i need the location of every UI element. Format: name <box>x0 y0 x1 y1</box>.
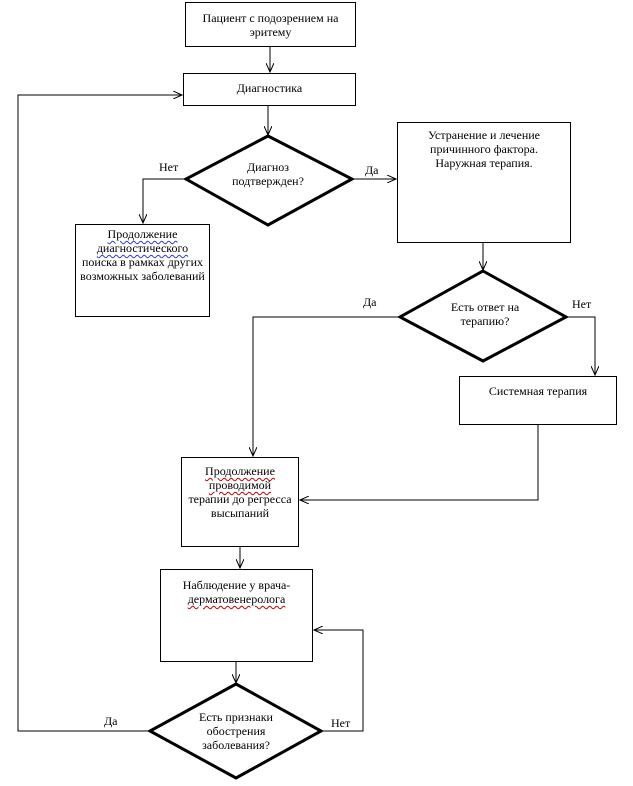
edge-label-no-2: Нет <box>572 297 592 311</box>
node-start-text: Пациент с подозрением на эритему <box>202 11 339 39</box>
node-continue-search-line1: Продолжение <box>107 227 178 241</box>
node-observation-line2: дерматовенеролога <box>187 592 286 606</box>
decision-therapy-response <box>396 269 570 363</box>
node-systemic-therapy-text: Системная терапия <box>488 384 588 398</box>
node-eliminate-treat-text: Устранение и лечение причинного фактора.… <box>428 128 540 170</box>
node-diagnostics: Диагностика <box>183 73 356 106</box>
node-eliminate-treat: Устранение и лечение причинного фактора.… <box>397 122 571 243</box>
edge-no-continue-search <box>143 178 186 223</box>
node-continue-therapy-line2: проводимой <box>208 478 272 492</box>
node-continue-therapy-rest: терапии до регресса высыпаний <box>188 492 292 520</box>
edge-label-no-3: Нет <box>331 716 351 730</box>
node-observation: Наблюдение у врача- дерматовенеролога <box>160 569 313 662</box>
edge-label-no-1: Нет <box>159 160 179 174</box>
node-continue-therapy: Продолжение проводимой терапии до регрес… <box>181 457 299 547</box>
node-start: Пациент с подозрением на эритему <box>185 2 356 47</box>
decision-exacerbation-text: Есть признаки обострения заболевания? <box>199 710 273 752</box>
edge-yes-back-diagnostics <box>17 95 182 732</box>
node-diagnostics-text: Диагностика <box>236 81 303 95</box>
node-systemic-therapy: Системная терапия <box>459 376 617 425</box>
decision-therapy-response-text: Есть ответ на терапию? <box>450 300 520 328</box>
decision-exacerbation <box>146 682 325 780</box>
edge-systemic-continue-therapy <box>300 425 539 500</box>
edge-no-back-observation <box>314 630 364 732</box>
edge-label-yes-1: Да <box>365 163 379 177</box>
node-continue-therapy-line1: Продолжение <box>205 464 275 478</box>
edge-yes-continue-therapy <box>253 316 400 456</box>
edge-label-yes-3: Да <box>104 714 118 728</box>
node-continue-search-line2: диагностического <box>96 241 189 255</box>
edge-no-systemic <box>566 316 595 375</box>
node-observation-line1: Наблюдение у врача- <box>182 578 291 592</box>
edge-label-yes-2: Да <box>363 295 377 309</box>
node-continue-search-rest: поиска в рамках других возможных заболев… <box>80 255 205 283</box>
decision-diagnosis-confirmed-text: Диагноз подтвержден? <box>232 160 304 188</box>
node-continue-search: Продолжение диагностического поиска в ра… <box>75 224 210 317</box>
decision-diagnosis-confirmed <box>182 134 356 227</box>
